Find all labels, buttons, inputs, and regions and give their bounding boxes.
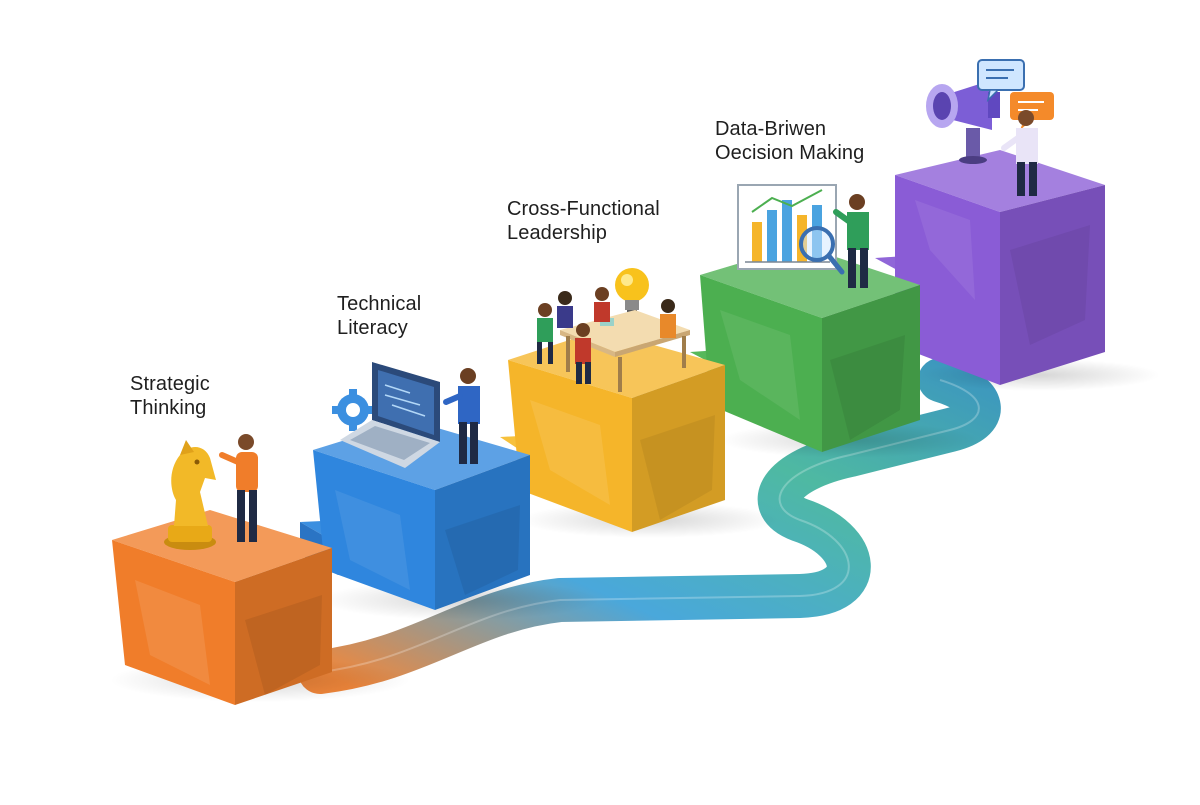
label-line: Data-Briwen xyxy=(715,118,827,140)
label-line: Leadership xyxy=(507,222,607,244)
magnifier-icon xyxy=(799,226,845,275)
gear-icon xyxy=(332,389,374,431)
team-members xyxy=(537,287,676,384)
step-block-cross-functional xyxy=(508,330,725,532)
label-line: Thinking xyxy=(130,397,207,419)
step-label-data-driven-decision-making: Data-Briwen Oecision Making xyxy=(715,117,864,165)
label-line: Technical xyxy=(337,293,422,315)
person-figure xyxy=(833,194,869,288)
label-line: Cross-Functional xyxy=(507,198,660,220)
label-line: Literacy xyxy=(337,317,408,339)
chess-knight-icon xyxy=(164,440,216,550)
person-figure xyxy=(443,368,480,464)
path-ribbon xyxy=(298,358,1001,694)
person-figure xyxy=(1001,110,1038,196)
step-block-strategic xyxy=(112,510,332,705)
lightbulb-icon xyxy=(615,268,649,315)
speech-bubble-icon xyxy=(1010,92,1054,130)
megaphone-icon xyxy=(926,80,1000,164)
step-label-cross-functional-leadership: Cross-Functional Leadership xyxy=(507,197,660,245)
step-label-technical-literacy: Technical Literacy xyxy=(337,292,421,340)
step-block-data-driven xyxy=(700,245,920,452)
step-label-strategic-thinking: Strategic Thinking xyxy=(130,372,210,420)
person-figure xyxy=(219,434,258,542)
step-block-communication xyxy=(895,150,1105,385)
speech-bubble-icon xyxy=(977,59,1025,103)
label-line: Strategic xyxy=(130,373,210,395)
label-line: Oecision Making xyxy=(715,142,865,164)
laptop-icon xyxy=(340,362,440,468)
